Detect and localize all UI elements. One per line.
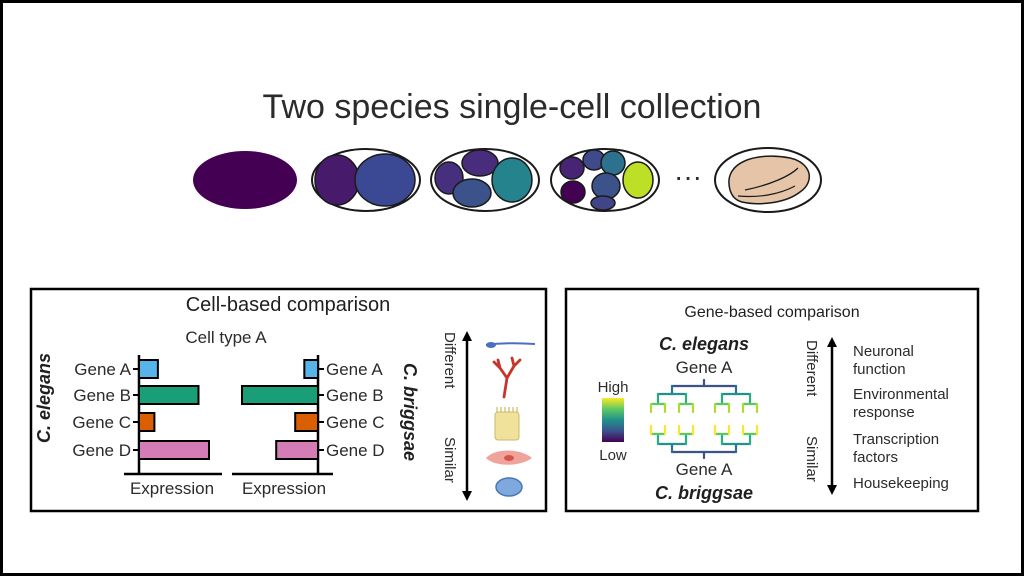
muscle-cell-icon <box>486 450 532 465</box>
round-cell-icon <box>495 477 523 497</box>
embryo-stage-4 <box>550 148 660 212</box>
category-list: Neuronal function Environmental response… <box>853 343 949 492</box>
right-bar <box>275 440 320 460</box>
right-gene-label: Gene B <box>326 386 384 405</box>
right-gene-label: Gene C <box>326 413 385 432</box>
species-top-label: C. elegans <box>659 334 749 354</box>
epithelial-cell-icon <box>494 407 520 441</box>
embryo-stage-3 <box>430 148 540 212</box>
gene-top-label: Gene A <box>676 358 733 377</box>
left-gene-label: Gene B <box>73 386 131 405</box>
left-gene-label: Gene D <box>72 441 131 460</box>
right-axis-top-label: Different <box>803 340 820 397</box>
lineage-tree-bottom <box>649 424 759 460</box>
category-neuronal-line2: function <box>853 361 906 378</box>
category-transcription-line1: Transcription <box>853 431 939 448</box>
branched-cell-icon <box>492 356 522 399</box>
species-bottom-label: C. briggsae <box>655 483 753 503</box>
category-transcription-line2: factors <box>853 449 898 466</box>
category-housekeeping: Housekeeping <box>853 475 949 492</box>
expression-color-legend <box>602 398 624 442</box>
category-environmental-line2: response <box>853 404 915 421</box>
neuron-cell-icon <box>485 342 536 348</box>
left-gene-label: Gene C <box>72 413 131 432</box>
right-gene-label: Gene D <box>326 441 385 460</box>
category-neuronal-line1: Neuronal <box>853 343 914 360</box>
right-bar <box>241 385 319 405</box>
left-bar <box>138 385 200 405</box>
legend-low-label: Low <box>599 447 627 464</box>
embryo-stage-2 <box>311 148 421 212</box>
left-bar <box>138 359 159 379</box>
left-gene-label: Gene A <box>74 360 131 379</box>
cell-type-label: Cell type A <box>185 328 267 347</box>
species-left-label: C. elegans <box>34 353 54 443</box>
cell-panel-title: Cell-based comparison <box>186 294 391 316</box>
right-bar <box>294 412 320 432</box>
right-axis-bottom-label: Similar <box>803 436 820 482</box>
xlabel-right: Expression <box>242 479 326 498</box>
right-gene-label: Gene A <box>326 360 383 379</box>
gene-based-panel <box>564 287 980 513</box>
gene-bottom-label: Gene A <box>676 460 733 479</box>
embryo-stage-1 <box>193 151 297 209</box>
embryo-late-stage <box>714 147 822 213</box>
category-environmental-line1: Environmental <box>853 386 949 403</box>
main-title: Two species single-cell collection <box>262 88 762 126</box>
gene-panel-title: Gene-based comparison <box>684 304 859 321</box>
left-bar <box>138 412 156 432</box>
right-bar-chart: Gene A Gene B Gene C Gene D <box>232 355 385 476</box>
lineage-tree-top <box>649 378 759 414</box>
left-axis-top-label: Different <box>441 332 458 389</box>
left-bar <box>138 440 210 460</box>
left-bar-chart: Gene A Gene B Gene C Gene D <box>72 355 222 476</box>
legend-high-label: High <box>598 379 629 396</box>
right-bar <box>303 359 320 379</box>
left-axis-bottom-label: Similar <box>441 437 458 483</box>
ellipsis: ··· <box>674 161 702 192</box>
species-right-label: C. briggsae <box>400 363 420 461</box>
xlabel-left: Expression <box>130 479 214 498</box>
